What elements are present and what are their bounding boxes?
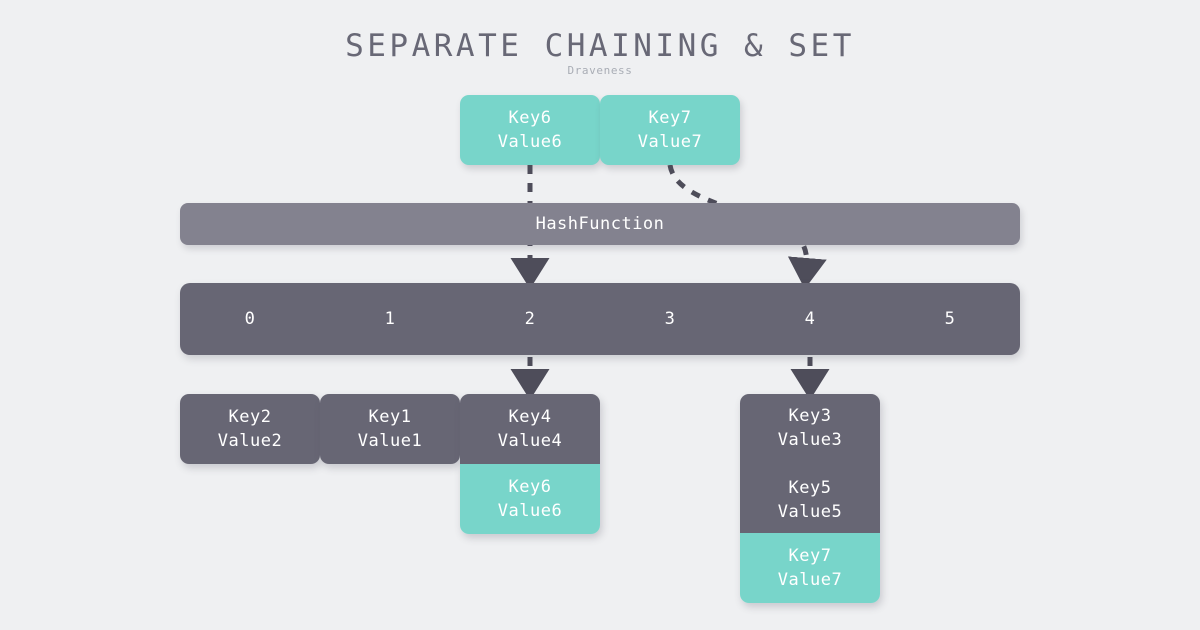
- bucket-slot-0: Key2 Value2: [180, 394, 320, 464]
- bucket-cell-inserted[interactable]: Key6 Value6: [460, 464, 600, 534]
- bucket-slot-1: Key1 Value1: [320, 394, 460, 464]
- slot-1[interactable]: 1: [320, 283, 460, 355]
- slot-0[interactable]: 0: [180, 283, 320, 355]
- cell-key: Key2: [228, 407, 272, 427]
- slot-label: 4: [804, 309, 816, 329]
- entry-value: Value7: [637, 132, 703, 152]
- hash-function-label: HashFunction: [535, 214, 665, 234]
- slot-label: 5: [944, 309, 956, 329]
- cell-key: Key7: [788, 546, 832, 566]
- slot-4[interactable]: 4: [740, 283, 880, 355]
- cell-key-2: Key5: [788, 477, 832, 498]
- bucket-cell[interactable]: Key4 Value4: [460, 394, 600, 464]
- page-subtitle: Draveness: [567, 64, 633, 77]
- cell-value-2: Value5: [777, 501, 843, 522]
- hash-function-bar[interactable]: HashFunction: [180, 203, 1020, 245]
- bucket-cell[interactable]: Key2 Value2: [180, 394, 320, 464]
- bucket-cell-inserted[interactable]: Key7 Value7: [740, 533, 880, 603]
- bucket-slot-2: Key4 Value4 Key6 Value6: [460, 394, 600, 534]
- bucket-cell[interactable]: Key1 Value1: [320, 394, 460, 464]
- page-title: SEPARATE CHAINING & SET: [345, 28, 855, 64]
- entry-key: Key7: [648, 108, 692, 128]
- cell-key: Key3: [788, 405, 832, 426]
- cell-value: Value7: [777, 570, 843, 590]
- entry-box-key6[interactable]: Key6 Value6: [460, 95, 600, 165]
- slot-3[interactable]: 3: [600, 283, 740, 355]
- cell-value: Value1: [357, 431, 423, 451]
- cell-value: Value2: [217, 431, 283, 451]
- cell-value: Value6: [497, 501, 563, 521]
- cell-value: Value3: [777, 429, 843, 450]
- cell-value: Value4: [497, 431, 563, 451]
- slot-label: 3: [664, 309, 676, 329]
- bucket-cell[interactable]: Key3 Value3 Key5 Value5: [740, 394, 880, 533]
- entry-key: Key6: [508, 108, 552, 128]
- entry-box-key7[interactable]: Key7 Value7: [600, 95, 740, 165]
- slot-label: 0: [244, 309, 256, 329]
- bucket-slot-4: Key3 Value3 Key5 Value5 Key7 Value7: [740, 394, 880, 603]
- slot-label: 1: [384, 309, 396, 329]
- cell-key: Key1: [368, 407, 412, 427]
- cell-key: Key4: [508, 407, 552, 427]
- slot-5[interactable]: 5: [880, 283, 1020, 355]
- cell-key: Key6: [508, 477, 552, 497]
- entry-value: Value6: [497, 132, 563, 152]
- slot-bar: 0 1 2 3 4 5: [180, 283, 1020, 355]
- slot-2[interactable]: 2: [460, 283, 600, 355]
- slot-label: 2: [524, 309, 536, 329]
